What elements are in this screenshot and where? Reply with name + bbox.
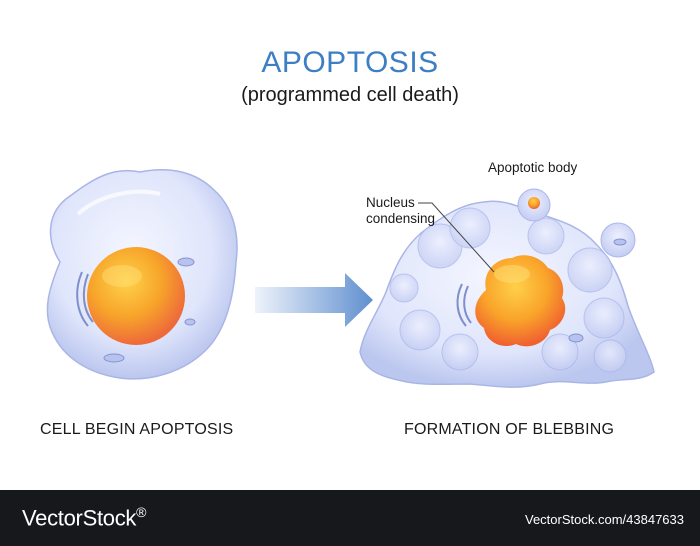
right-arrow-icon — [255, 273, 373, 327]
right-caption: FORMATION OF BLEBBING — [404, 421, 615, 438]
nucleus-highlight — [102, 265, 142, 287]
nucleus — [87, 247, 185, 345]
left-caption: CELL BEGIN APOPTOSIS — [40, 421, 234, 438]
healthy-cell — [46, 169, 238, 380]
blebs — [389, 207, 627, 373]
brand-name: VectorStock — [22, 505, 137, 531]
mitochondrion — [103, 353, 125, 363]
cytoplasm-highlight — [76, 189, 161, 216]
apoptotic-body-label: Apoptotic body — [488, 160, 578, 175]
footer-bar — [0, 490, 700, 546]
nucleus-leader-line — [418, 202, 495, 273]
mitochondrion — [568, 333, 584, 343]
apoptosis-diagram — [46, 169, 655, 388]
mitochondrion — [177, 257, 195, 267]
page-subtitle: (programmed cell death) — [241, 84, 459, 106]
stock-id: VectorStock.com/43847633 — [525, 512, 684, 527]
brand-logo[interactable]: VectorStock® — [22, 504, 146, 531]
apoptotic-body — [600, 222, 636, 258]
blebbing-cell — [359, 200, 655, 388]
nucleus-label-line1: Nucleus — [366, 195, 415, 210]
nucleus-label: Nucleus condensing — [366, 195, 435, 227]
page-title: APOPTOSIS — [261, 46, 439, 79]
golgi-apparatus — [456, 283, 472, 327]
registered-mark: ® — [136, 504, 147, 520]
mitochondrion — [184, 318, 196, 326]
nucleus-label-line2: condensing — [366, 211, 436, 226]
apoptotic-body — [517, 188, 551, 222]
nucleus-highlight — [494, 265, 530, 283]
